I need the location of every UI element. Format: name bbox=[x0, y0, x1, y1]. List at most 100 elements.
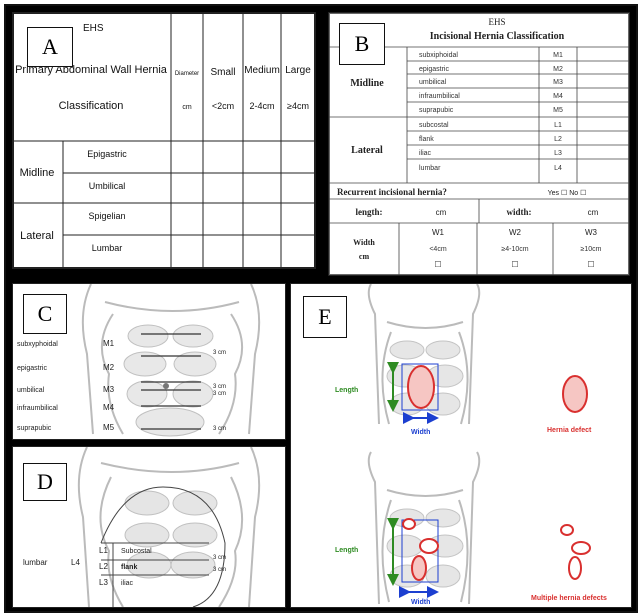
panel-b-yes-no: Yes ☐ No ☐ bbox=[548, 189, 587, 197]
panel-d-dim-1: 3 cm bbox=[213, 555, 226, 561]
panel-d-zone-code: L1 bbox=[99, 546, 108, 555]
panel-d-dim-2: 3 cm bbox=[213, 567, 226, 573]
panel-a-title-line2: Classification bbox=[59, 100, 124, 112]
panel-a-row-spigelian: Spigelian bbox=[88, 211, 125, 221]
panel-e-caption-top: Hernia defect bbox=[547, 427, 592, 434]
panel-b-recurrent-label: Recurrent incisional hernia? bbox=[337, 187, 447, 197]
panel-c-dim-4: 3 cm bbox=[213, 426, 226, 432]
panel-b-width-unit: cm bbox=[588, 208, 599, 217]
panel-b-midline-row-name: umbilical bbox=[419, 79, 447, 86]
panel-c-midline-zones: C subxyphoidal M1 epigastric M2 umbilical M3 i… bbox=[12, 283, 286, 440]
panel-b-w-checkbox: ☐ bbox=[511, 260, 518, 269]
panel-b-w-code: W1 bbox=[432, 228, 445, 237]
panel-b-midline-row-name: epigastric bbox=[419, 66, 449, 73]
panel-b-width-label: width: bbox=[506, 207, 531, 217]
panel-d-zone-name: flank bbox=[121, 564, 137, 571]
panel-c-dim-2: 3 cm bbox=[213, 384, 226, 390]
panel-b-w-code: W2 bbox=[509, 228, 522, 237]
panel-b-midline-row-code: M1 bbox=[553, 52, 563, 59]
panel-d-zone-code: L3 bbox=[99, 578, 108, 587]
panel-e-caption-bottom: Multiple hernia defects bbox=[531, 595, 607, 602]
panel-b-w-code: W3 bbox=[585, 228, 598, 237]
panel-c-zone-label: suprapubic bbox=[17, 425, 52, 432]
panel-c-zone-label: epigastric bbox=[17, 365, 47, 372]
panel-e-length-top: Length bbox=[335, 387, 358, 394]
panel-d-lateral-zones: D lumbar L4 L1SubcostalL2flankL3iliac 3 bbox=[12, 446, 286, 608]
panel-c-zone-label: subxyphoidal bbox=[17, 341, 58, 348]
panel-a-row-lumbar: Lumbar bbox=[92, 243, 123, 253]
panel-b-width-cm-label-1: Width bbox=[353, 238, 375, 247]
panel-b-length-label: length: bbox=[356, 207, 383, 217]
panel-a-col-medium: Medium bbox=[244, 65, 280, 76]
panel-a-col-small: Small bbox=[210, 67, 235, 78]
panel-b-midline-row-code: M3 bbox=[553, 79, 563, 86]
panel-b-width-cm-label-2: cm bbox=[359, 252, 370, 261]
panel-b-group-lateral: Lateral bbox=[351, 145, 383, 156]
panel-e-top-measure bbox=[393, 364, 587, 418]
panel-b-title: Incisional Hernia Classification bbox=[430, 31, 565, 42]
panel-c-zone-code: M4 bbox=[103, 403, 115, 412]
panel-a-letter: A bbox=[27, 27, 73, 67]
panel-b-w-range: <4cm bbox=[429, 246, 446, 253]
panel-e-length-bottom: Length bbox=[335, 547, 358, 554]
panel-b-org: EHS bbox=[488, 17, 505, 27]
panel-b-lateral-row-code: L2 bbox=[554, 136, 562, 143]
panel-b-lateral-row-code: L3 bbox=[554, 150, 562, 157]
panel-d-side-label: lumbar bbox=[23, 558, 48, 567]
panel-b-midline-row-code: M4 bbox=[553, 93, 563, 100]
panel-c-dim-1: 3 cm bbox=[213, 350, 226, 356]
hernia-defect-example bbox=[563, 376, 587, 412]
panel-c-zone-code: M1 bbox=[103, 339, 115, 348]
panel-b-lateral-row-code: L4 bbox=[554, 165, 562, 172]
panel-a-col-small-range: <2cm bbox=[212, 101, 234, 111]
panel-c-zone-label: umbilical bbox=[17, 387, 45, 394]
panel-b-w-checkbox: ☐ bbox=[587, 260, 594, 269]
panel-c-labels: subxyphoidal M1 epigastric M2 umbilical M3 inf… bbox=[17, 339, 115, 432]
panel-a-col-diameter-unit: cm bbox=[182, 104, 192, 111]
panel-b-midline-row-name: infraumbilical bbox=[419, 93, 460, 100]
panel-a-org: EHS bbox=[83, 23, 104, 34]
panel-d-side-code: L4 bbox=[71, 558, 80, 567]
panel-c-dim-3: 3 cm bbox=[213, 391, 226, 397]
panel-b-midline-row-name: subxiphoidal bbox=[419, 52, 458, 59]
panel-e-bottom-torso bbox=[369, 452, 480, 604]
panel-b-midline-row-code: M5 bbox=[553, 107, 563, 114]
panel-d-letter: D bbox=[23, 463, 67, 501]
panel-c-zone-code: M5 bbox=[103, 423, 115, 432]
panel-b-length-unit: cm bbox=[436, 208, 447, 217]
panel-e-width-top: Width bbox=[411, 429, 430, 436]
panel-c-zone-label: infraumbilical bbox=[17, 405, 58, 412]
panel-a-primary-hernia-table: A EHS Primary Abdominal Wall Hernia Clas… bbox=[12, 12, 316, 269]
panel-b-w-checkbox: ☐ bbox=[434, 260, 441, 269]
panel-a-col-large-range: ≥4cm bbox=[287, 101, 309, 111]
panel-e-width-bottom: Width bbox=[411, 599, 430, 606]
panel-d-zone-name: iliac bbox=[121, 580, 134, 587]
panel-b-lateral-row-name: lumbar bbox=[419, 165, 441, 172]
panel-b-lateral-row-code: L1 bbox=[554, 122, 562, 129]
panel-c-letter: C bbox=[23, 294, 67, 334]
panel-d-zone-code: L2 bbox=[99, 562, 108, 571]
hernia-defect-top bbox=[408, 366, 434, 408]
panel-d-zone-name: Subcostal bbox=[121, 548, 152, 555]
panel-a-col-diameter: Diameter bbox=[175, 71, 199, 77]
panel-e-defect-measurement: E Length Width Hernia d bbox=[290, 283, 632, 608]
panel-a-col-large: Large bbox=[285, 65, 311, 76]
panel-b-midline-row-name: suprapubic bbox=[419, 107, 454, 114]
panel-b-w-range: ≥4-10cm bbox=[501, 246, 528, 253]
panel-a-row-epigastric: Epigastric bbox=[87, 149, 127, 159]
panel-c-zone-code: M3 bbox=[103, 385, 115, 394]
panel-b-lateral-row-name: iliac bbox=[419, 150, 432, 157]
panel-b-lateral-row-name: subcostal bbox=[419, 122, 449, 129]
panel-a-row-umbilical: Umbilical bbox=[89, 181, 126, 191]
panel-a-group-lateral: Lateral bbox=[20, 230, 54, 242]
panel-c-zone-code: M2 bbox=[103, 363, 115, 372]
panel-a-group-midline: Midline bbox=[20, 167, 55, 179]
panel-b-group-midline: Midline bbox=[350, 78, 384, 89]
panel-b-w-classes: W1 <4cm ☐ W2 ≥4-10cm ☐ W3 ≥10cm ☐ bbox=[429, 228, 601, 269]
panel-b-letter: B bbox=[339, 23, 385, 65]
panel-a-col-medium-range: 2-4cm bbox=[249, 101, 274, 111]
panel-b-w-range: ≥10cm bbox=[581, 246, 602, 253]
panel-b-lateral-row-name: flank bbox=[419, 136, 434, 143]
